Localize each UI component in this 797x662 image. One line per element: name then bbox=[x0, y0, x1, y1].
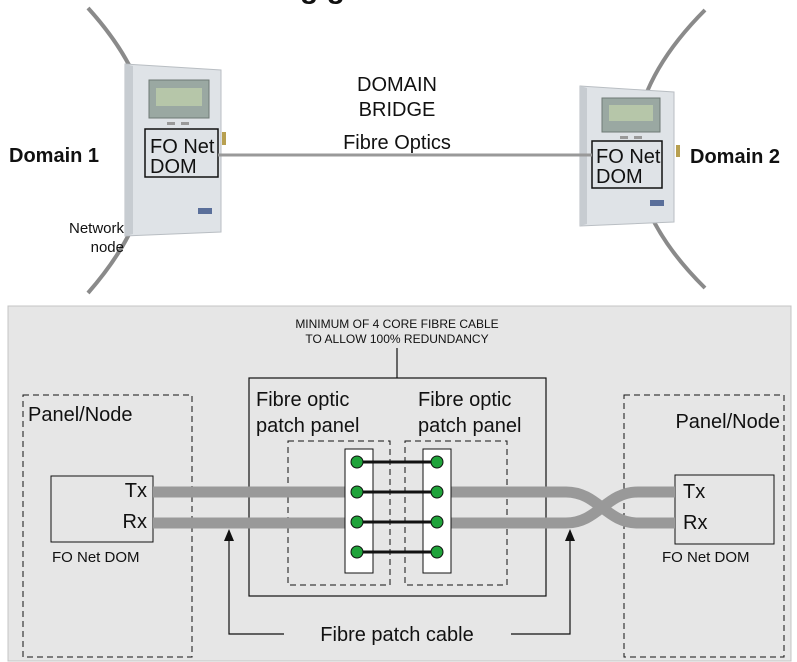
network-node-label-line2: node bbox=[91, 239, 124, 256]
left-tx-label: Tx bbox=[125, 480, 147, 502]
module-left-label-line2: DOM bbox=[150, 156, 197, 178]
left-panel-node-title: Panel/Node bbox=[28, 404, 133, 426]
domain-1-label: Domain 1 bbox=[9, 145, 99, 167]
patch-panel-left-title-line2: patch panel bbox=[256, 415, 359, 437]
connector-right-1 bbox=[430, 455, 444, 469]
callout-line-left bbox=[228, 540, 284, 635]
connector-right-2 bbox=[430, 485, 444, 499]
left-module-label: FO Net DOM bbox=[52, 549, 140, 566]
network-node-label-line1: Network bbox=[69, 220, 125, 237]
patch-panel-right-box bbox=[404, 440, 508, 586]
callout-line-right bbox=[511, 540, 571, 635]
right-tx-label: Tx bbox=[683, 481, 705, 503]
domain-2-label: Domain 2 bbox=[690, 146, 780, 168]
bridge-medium-label: Fibre Optics bbox=[343, 132, 451, 154]
bridge-label-line2: BRIDGE bbox=[359, 99, 436, 121]
left-rx-label: Rx bbox=[123, 511, 147, 533]
connector-left-2 bbox=[350, 485, 364, 499]
right-panel-node-title: Panel/Node bbox=[675, 411, 780, 433]
right-rx-cable-crossover bbox=[438, 486, 675, 529]
redundancy-note-line2: TO ALLOW 100% REDUNDANCY bbox=[305, 332, 488, 346]
module-right-label-line1: FO Net bbox=[596, 146, 661, 168]
connector-right-4 bbox=[430, 545, 444, 559]
page-title-partial: g g bbox=[300, 0, 345, 5]
patch-panel-left-box bbox=[287, 440, 391, 586]
callout-arrow-right bbox=[565, 529, 575, 541]
bridge-label-line1: DOMAIN bbox=[357, 74, 437, 96]
connector-left-1 bbox=[350, 455, 364, 469]
connector-left-3 bbox=[350, 515, 364, 529]
callout-arrow-left bbox=[224, 529, 234, 541]
fibre-patch-cable-label: Fibre patch cable bbox=[320, 624, 473, 646]
right-rx-label: Rx bbox=[683, 512, 707, 534]
connector-right-3 bbox=[430, 515, 444, 529]
right-fo-net-dom-box bbox=[674, 474, 775, 545]
connector-left-4 bbox=[350, 545, 364, 559]
fo-net-dom-module-right bbox=[591, 140, 663, 189]
fo-net-dom-module-left bbox=[144, 128, 219, 178]
patch-panel-right-title-line2: patch panel bbox=[418, 415, 521, 437]
module-right-label-line2: DOM bbox=[596, 166, 643, 188]
right-module-label: FO Net DOM bbox=[662, 549, 750, 566]
patch-panel-left-title-line1: Fibre optic bbox=[256, 389, 349, 411]
fibre-cables bbox=[153, 486, 675, 529]
patch-panel-right-title-line1: Fibre optic bbox=[418, 389, 511, 411]
module-left-label-line1: FO Net bbox=[150, 136, 215, 158]
left-fo-net-dom-box bbox=[50, 475, 154, 543]
redundancy-note-line1: MINIMUM OF 4 CORE FIBRE CABLE bbox=[295, 317, 498, 331]
